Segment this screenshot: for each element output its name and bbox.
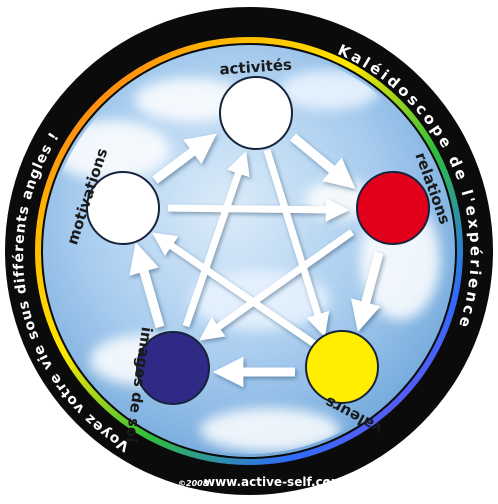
arrow-motivations-to-relations [168,208,340,210]
rim-website[interactable]: www.active-self.com [204,475,343,489]
node-valeurs [306,331,378,403]
node-relations [357,172,429,244]
rim-rights: tous droits réservés [326,477,417,487]
node-activites [220,77,292,149]
